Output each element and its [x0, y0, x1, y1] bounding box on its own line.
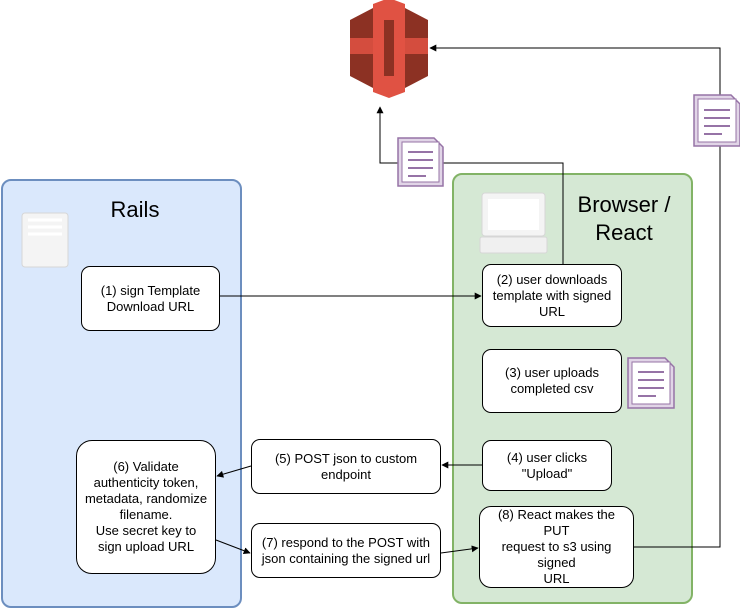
rails-lane-title: Rails	[110, 197, 160, 222]
server-icon	[21, 212, 69, 268]
arrow-step5-to-step6	[216, 465, 252, 478]
step-5-box: (5) POST json to custom endpoint	[251, 439, 441, 494]
arrow-step7-to-step8	[440, 545, 479, 554]
aws-s3-bucket-icon	[350, 0, 428, 98]
arrow-step6-to-step7	[215, 539, 251, 555]
browser-lane-title: Browser / React	[577, 192, 671, 245]
document-icon	[627, 357, 675, 409]
step-4-box: (4) user clicks "Upload"	[482, 440, 612, 491]
arrow-step8-to-s3	[429, 44, 721, 548]
step-3-box: (3) user uploads completed csv	[482, 349, 622, 413]
arrow-step2-to-s3	[376, 106, 564, 264]
step-1-box: (1) sign Template Download URL	[81, 266, 220, 331]
step-6-box: (6) Validate authenticity token, metadat…	[76, 440, 216, 574]
monitor-icon	[479, 192, 548, 254]
document-icon	[397, 137, 444, 187]
step-2-box: (2) user downloads template with signed …	[482, 264, 622, 327]
step-7-box: (7) respond to the POST with json contai…	[251, 523, 441, 578]
step-8-box: (8) React makes the PUT request to s3 us…	[479, 506, 634, 588]
document-icon	[693, 94, 740, 147]
